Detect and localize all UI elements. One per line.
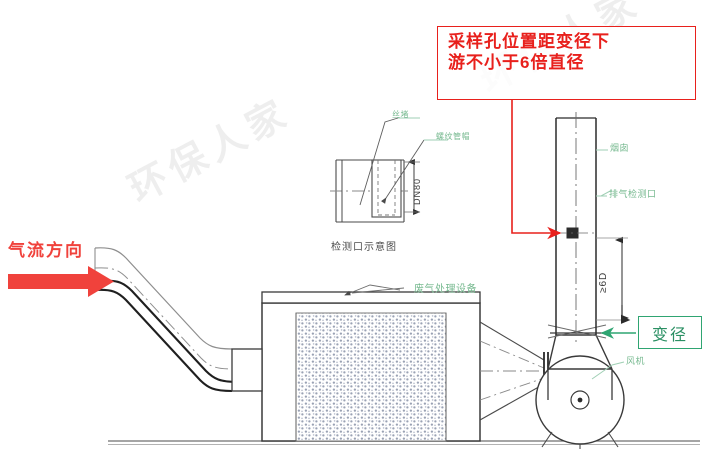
note-line-2: 游不小于6倍直径	[448, 52, 585, 72]
dn80-dimension-label: DN80	[412, 177, 422, 205]
reducer-callout-box: 变径	[638, 316, 702, 349]
exhaust-stack	[555, 112, 597, 345]
treatment-equipment-label: 废气处理设备	[414, 284, 477, 295]
fan-inlet-cone	[479, 321, 549, 421]
airflow-arrow	[8, 266, 114, 297]
treatment-equipment-vessel	[231, 291, 481, 442]
stack-label: 烟囱	[610, 143, 630, 153]
green-callout-leader	[600, 305, 636, 339]
detail-inset-sampling-port	[330, 117, 448, 223]
red-callout-leader	[511, 100, 562, 240]
sampling-distance-note: 采样孔位置距变径下 游不小于6倍直径	[437, 26, 696, 100]
fan-blower	[535, 355, 625, 449]
six-d-dimension-label: ≥6D	[598, 271, 609, 293]
label-leader-lines	[591, 149, 625, 380]
note-line-1: 采样孔位置距变径下	[448, 32, 610, 51]
inset-caption: 检测口示意图	[331, 242, 397, 253]
intake-duct	[94, 247, 239, 393]
sampling-port-label: 排气检测口	[609, 189, 657, 199]
fan-label: 风机	[626, 356, 646, 366]
equipment-leader-line	[344, 284, 405, 296]
airflow-direction-label: 气流方向	[8, 241, 84, 260]
threaded-cap-label: 螺纹管帽	[436, 132, 470, 141]
plug-label: 丝堵	[392, 110, 409, 119]
